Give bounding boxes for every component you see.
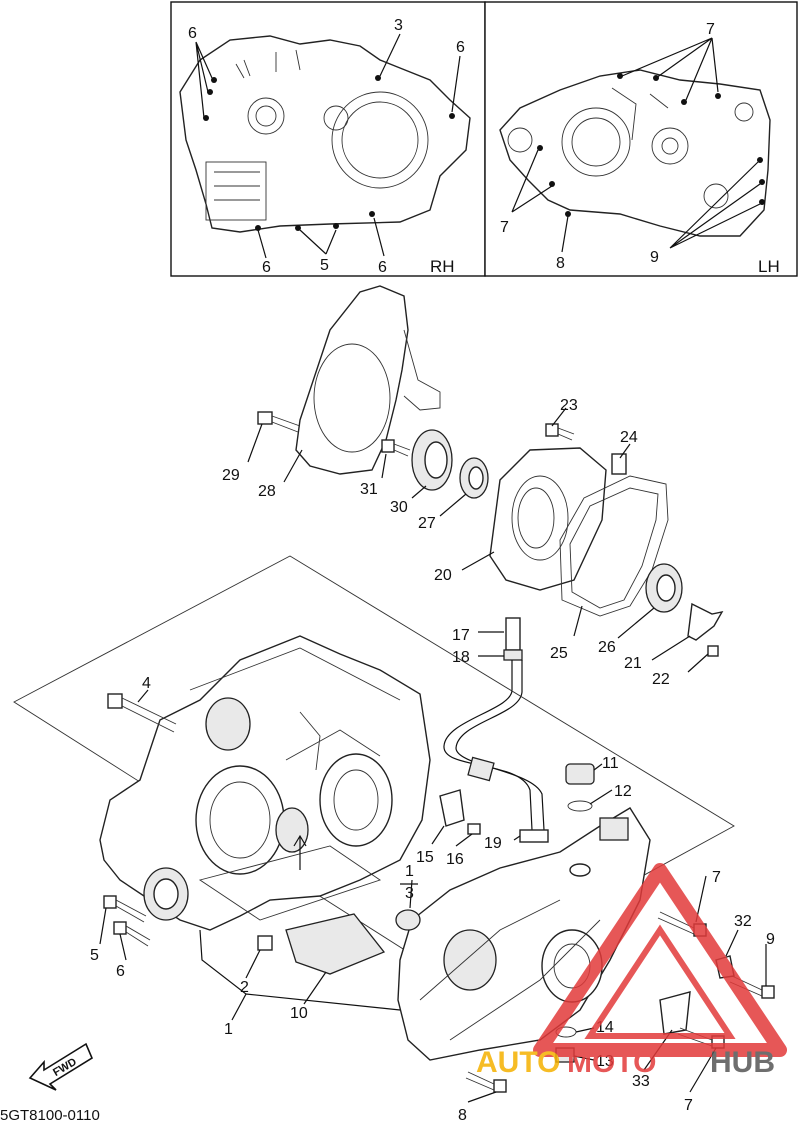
clamp-19 [519, 829, 549, 843]
plate-33 [659, 991, 691, 1035]
callout-30: 30 [390, 499, 408, 516]
callout-29: 29 [222, 467, 240, 484]
callout-26: 26 [598, 639, 616, 656]
o-ring-12 [567, 800, 593, 812]
callout-3: 3 [405, 885, 414, 902]
callout-13: 13 [596, 1053, 614, 1070]
hose-clip [467, 756, 495, 782]
callout-7-inset-top: 7 [706, 21, 715, 38]
watermark-logo: AUTO MOTO HUB [476, 863, 787, 1079]
plate-10 [285, 913, 386, 975]
bolt-4 [107, 693, 177, 733]
callout-18: 18 [452, 649, 470, 666]
callout-6a: 6 [188, 25, 197, 42]
document-code: 5GT8100-0110 [0, 1107, 100, 1123]
callout-20: 20 [434, 567, 452, 584]
callout-23: 23 [560, 397, 578, 414]
callout-6: 6 [116, 963, 125, 980]
callout-9: 9 [766, 931, 775, 948]
bolt-5 [103, 895, 147, 923]
callout-24: 24 [620, 429, 638, 446]
callout-32: 32 [734, 913, 752, 930]
callout-8: 8 [458, 1107, 467, 1123]
bolt-31 [381, 439, 411, 457]
callout-31: 31 [360, 481, 378, 498]
callout-15: 15 [416, 849, 434, 866]
callout-6d: 6 [378, 259, 387, 276]
bolt-16 [467, 823, 481, 835]
collar-3 [395, 909, 421, 931]
callout-11: 11 [602, 755, 619, 772]
callout-25: 25 [550, 645, 568, 662]
crankcase-left [99, 635, 431, 931]
callout-3-inset: 3 [394, 17, 403, 34]
inset-panel-lh: 7 7 8 9 LH [484, 1, 798, 277]
filler-cap-11 [565, 763, 595, 785]
lh-label: LH [758, 257, 780, 276]
watermark-triangle-icon [533, 863, 787, 1057]
fwd-arrow-icon: FWD [28, 1042, 94, 1091]
clip-18 [503, 649, 523, 661]
rh-label: RH [430, 257, 455, 276]
screw-22 [707, 645, 719, 657]
callout-7-top: 7 [712, 869, 721, 886]
callout-28: 28 [258, 483, 276, 500]
callout-19: 19 [484, 835, 502, 852]
callout-12: 12 [614, 783, 632, 800]
callout-2: 2 [240, 979, 249, 996]
breather-hose-group [431, 617, 549, 847]
callout-5-inset: 5 [320, 257, 329, 274]
crankcase-cover-20 [489, 447, 607, 591]
callout-3-bracket-top: 1 [405, 863, 414, 880]
watermark-text-moto: MOTO [567, 1046, 656, 1079]
callout-7-bottom: 7 [684, 1097, 693, 1114]
gasket-25 [559, 475, 669, 617]
bolt-29 [257, 411, 301, 433]
watermark-text-auto: AUTO [476, 1046, 560, 1079]
callout-8-inset: 8 [556, 255, 565, 272]
dowel-24 [611, 453, 627, 475]
callout-1: 1 [224, 1021, 233, 1038]
callout-7-inset-left: 7 [500, 219, 509, 236]
inset-panel-rh: 6 3 6 6 5 6 RH [170, 1, 486, 277]
bolt-6 [113, 921, 151, 947]
bolt-8 [465, 1071, 507, 1093]
callout-10: 10 [290, 1005, 308, 1022]
callout-16: 16 [446, 851, 464, 868]
callout-17: 17 [452, 627, 470, 644]
pipe-17 [505, 617, 521, 651]
callout-27: 27 [418, 515, 436, 532]
callout-6b: 6 [456, 39, 465, 56]
cover-group [247, 285, 724, 673]
dowel-2 [257, 935, 273, 951]
plate-21 [687, 602, 724, 641]
callout-5: 5 [90, 947, 99, 964]
crankcase-cover-28 [295, 285, 409, 475]
bracket-15 [439, 789, 465, 827]
callout-9-inset: 9 [650, 249, 659, 266]
callout-22: 22 [652, 671, 670, 688]
callout-21: 21 [624, 655, 642, 672]
bolt-23 [545, 423, 559, 437]
watermark-text-hub: HUB [710, 1046, 775, 1079]
callout-6c: 6 [262, 259, 271, 276]
callout-33: 33 [632, 1073, 650, 1090]
callout-4: 4 [142, 675, 151, 692]
